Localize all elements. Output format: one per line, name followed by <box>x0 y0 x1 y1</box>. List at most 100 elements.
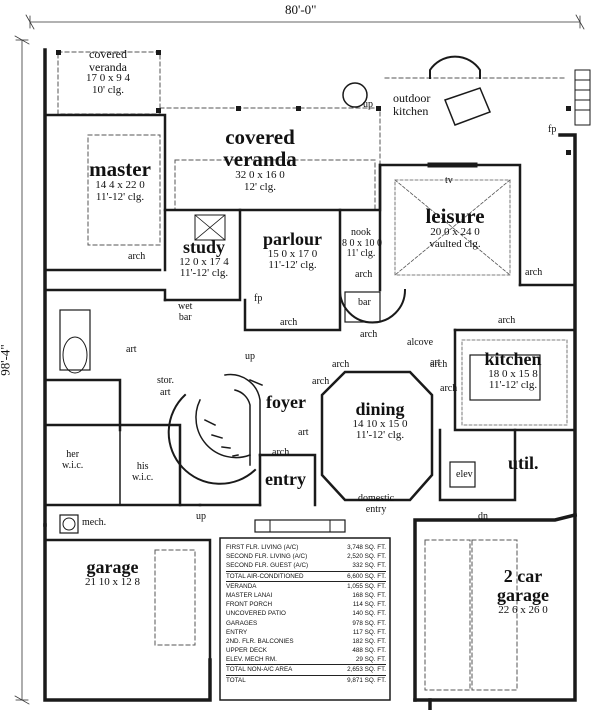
room-two-car-garage: 2 car garage 22 6 x 26 0 <box>478 567 568 616</box>
room-size: 15 0 x 17 0 <box>267 247 318 260</box>
area-table-row: GARAGES 978 SQ. FT. <box>226 619 386 628</box>
room-name: parlour <box>262 229 322 249</box>
area-table-row: UPPER DECK 488 SQ. FT. <box>226 646 386 655</box>
label-dn-garage: dn <box>478 511 488 522</box>
room-garage: garage 21 10 x 12 8 <box>70 558 155 588</box>
room-name: study <box>182 237 226 257</box>
area-table-row: 2ND. FLR. BALCONIES 182 SQ. FT. <box>226 637 386 646</box>
label-wet-bar: wet bar <box>178 301 193 323</box>
room-outdoor-kitchen: outdoor kitchen <box>393 91 431 118</box>
area-label: ELEV. MECH RM. <box>226 656 277 664</box>
area-value: 978 SQ. FT. <box>352 619 386 627</box>
label-alcove: alcove <box>407 337 434 348</box>
label-fp-parlour: fp <box>254 293 263 304</box>
room-kitchen: kitchen 18 0 x 15 8 11'-12' clg. <box>468 350 558 392</box>
area-value: 3,748 SQ. FT. <box>347 544 386 551</box>
room-name: garage <box>86 557 139 577</box>
area-table-row: FIRST FLR. LIVING (A/C) 3,748 SQ. FT. <box>226 543 386 552</box>
label-elev: elev <box>456 469 473 480</box>
foyer-stair <box>167 373 263 485</box>
kitchen-walls <box>453 328 577 432</box>
area-label: UPPER DECK <box>226 647 267 655</box>
area-label: FRONT PORCH <box>226 601 273 609</box>
entry-walls <box>198 453 346 533</box>
area-value: 168 SQ. FT. <box>352 591 386 599</box>
label-arch-kitchen: arch <box>498 315 516 326</box>
room-name: master <box>89 157 151 181</box>
label-arch-dining-top: arch <box>332 359 350 370</box>
area-value: 1,055 SQ. FT. <box>347 582 386 590</box>
room-covered-veranda-small: covered veranda 17 0 x 9 4 10' clg. <box>73 48 143 96</box>
area-value: 6,600 SQ. FT. <box>347 572 386 580</box>
area-label: 2ND. FLR. BALCONIES <box>226 637 294 645</box>
room-size: 17 0 x 9 4 <box>86 72 130 85</box>
room-ceiling: 11'-12' clg. <box>488 379 538 392</box>
room-name: covered veranda <box>223 125 297 172</box>
area-label: TOTAL AIR-CONDITIONED <box>226 572 304 580</box>
room-ceiling: 11'-12' clg. <box>355 429 405 442</box>
room-dining: dining 14 10 x 15 0 11'-12' clg. <box>335 400 425 442</box>
bar-rotunda <box>338 288 407 324</box>
room-util: util. <box>508 453 539 473</box>
room-ceiling: 11'-12' clg. <box>268 259 317 272</box>
room-master: master 14 4 x 22 0 11'-12' clg. <box>75 158 165 203</box>
area-label: ENTRY <box>226 628 248 636</box>
label-arch-leisure: arch <box>525 267 543 278</box>
master-walls <box>43 113 202 507</box>
area-value: 2,653 SQ. FT. <box>347 666 386 674</box>
room-leisure: leisure 20 0 x 24 0 vaulted clg. <box>405 205 505 250</box>
room-foyer: foyer <box>266 392 306 412</box>
area-value: 2,520 SQ. FT. <box>347 553 386 561</box>
area-value: 488 SQ. FT. <box>352 647 386 655</box>
room-study: study 12 0 x 17 4 11'-12' clg. <box>168 238 240 280</box>
dimension-lines <box>14 14 585 705</box>
room-name: 2 car garage <box>497 566 549 605</box>
area-table-row: FRONT PORCH 114 SQ. FT. <box>226 600 386 609</box>
area-value: 182 SQ. FT. <box>352 637 386 645</box>
room-size: 18 0 x 15 8 <box>488 367 538 380</box>
room-her-wic: her w.i.c. <box>62 449 84 471</box>
room-ceiling: vaulted clg. <box>429 237 481 250</box>
area-label: GARAGES <box>226 619 258 627</box>
area-label: VERANDA <box>226 582 257 590</box>
leisure-walls <box>338 162 577 292</box>
area-value: 29 SQ. FT. <box>355 656 386 664</box>
area-value: 332 SQ. FT. <box>352 562 386 570</box>
room-mech: mech. <box>82 517 107 528</box>
room-name: covered veranda <box>89 47 127 74</box>
room-name: nook <box>351 227 371 238</box>
garage-walls <box>43 514 518 691</box>
dining-walls <box>320 370 434 502</box>
label-arch-master: arch <box>128 251 146 262</box>
room-parlour: parlour 15 0 x 17 0 11'-12' clg. <box>250 230 335 272</box>
label-tv: tv <box>445 175 453 186</box>
area-label: FIRST FLR. LIVING (A/C) <box>226 544 299 551</box>
outdoor-kitchen-counter <box>342 55 491 126</box>
exterior-walls <box>43 48 578 715</box>
label-arch-foyer: arch <box>312 376 330 387</box>
label-fp-veranda: fp <box>548 124 557 135</box>
area-table-row: TOTAL AIR-CONDITIONED 6,600 SQ. FT. <box>226 570 386 581</box>
room-ceiling: 12' clg. <box>244 180 276 193</box>
label-art-stair: art <box>160 387 171 398</box>
area-value: 114 SQ. FT. <box>352 601 386 609</box>
room-size: 32 0 x 16 0 <box>235 169 285 182</box>
overall-width-dimension: 80'-0" <box>285 2 317 17</box>
room-size: 22 6 x 26 0 <box>498 603 548 616</box>
area-label: SECOND FLR. GUEST (A/C) <box>226 562 309 570</box>
area-table-row: SECOND FLR. LIVING (A/C)2,520 SQ. FT. <box>226 552 386 561</box>
veranda-posts <box>56 50 571 155</box>
room-size: 14 4 x 22 0 <box>95 179 145 192</box>
area-value: 140 SQ. FT. <box>352 610 386 618</box>
area-table-row: VERANDA 1,055 SQ. FT. <box>226 580 386 591</box>
room-his-wic: his w.i.c. <box>132 461 154 483</box>
overall-depth-dimension: 98'-4" <box>0 344 13 376</box>
area-label: TOTAL NON-A/C AREA <box>226 666 293 674</box>
room-ceiling: 10' clg. <box>92 83 124 96</box>
